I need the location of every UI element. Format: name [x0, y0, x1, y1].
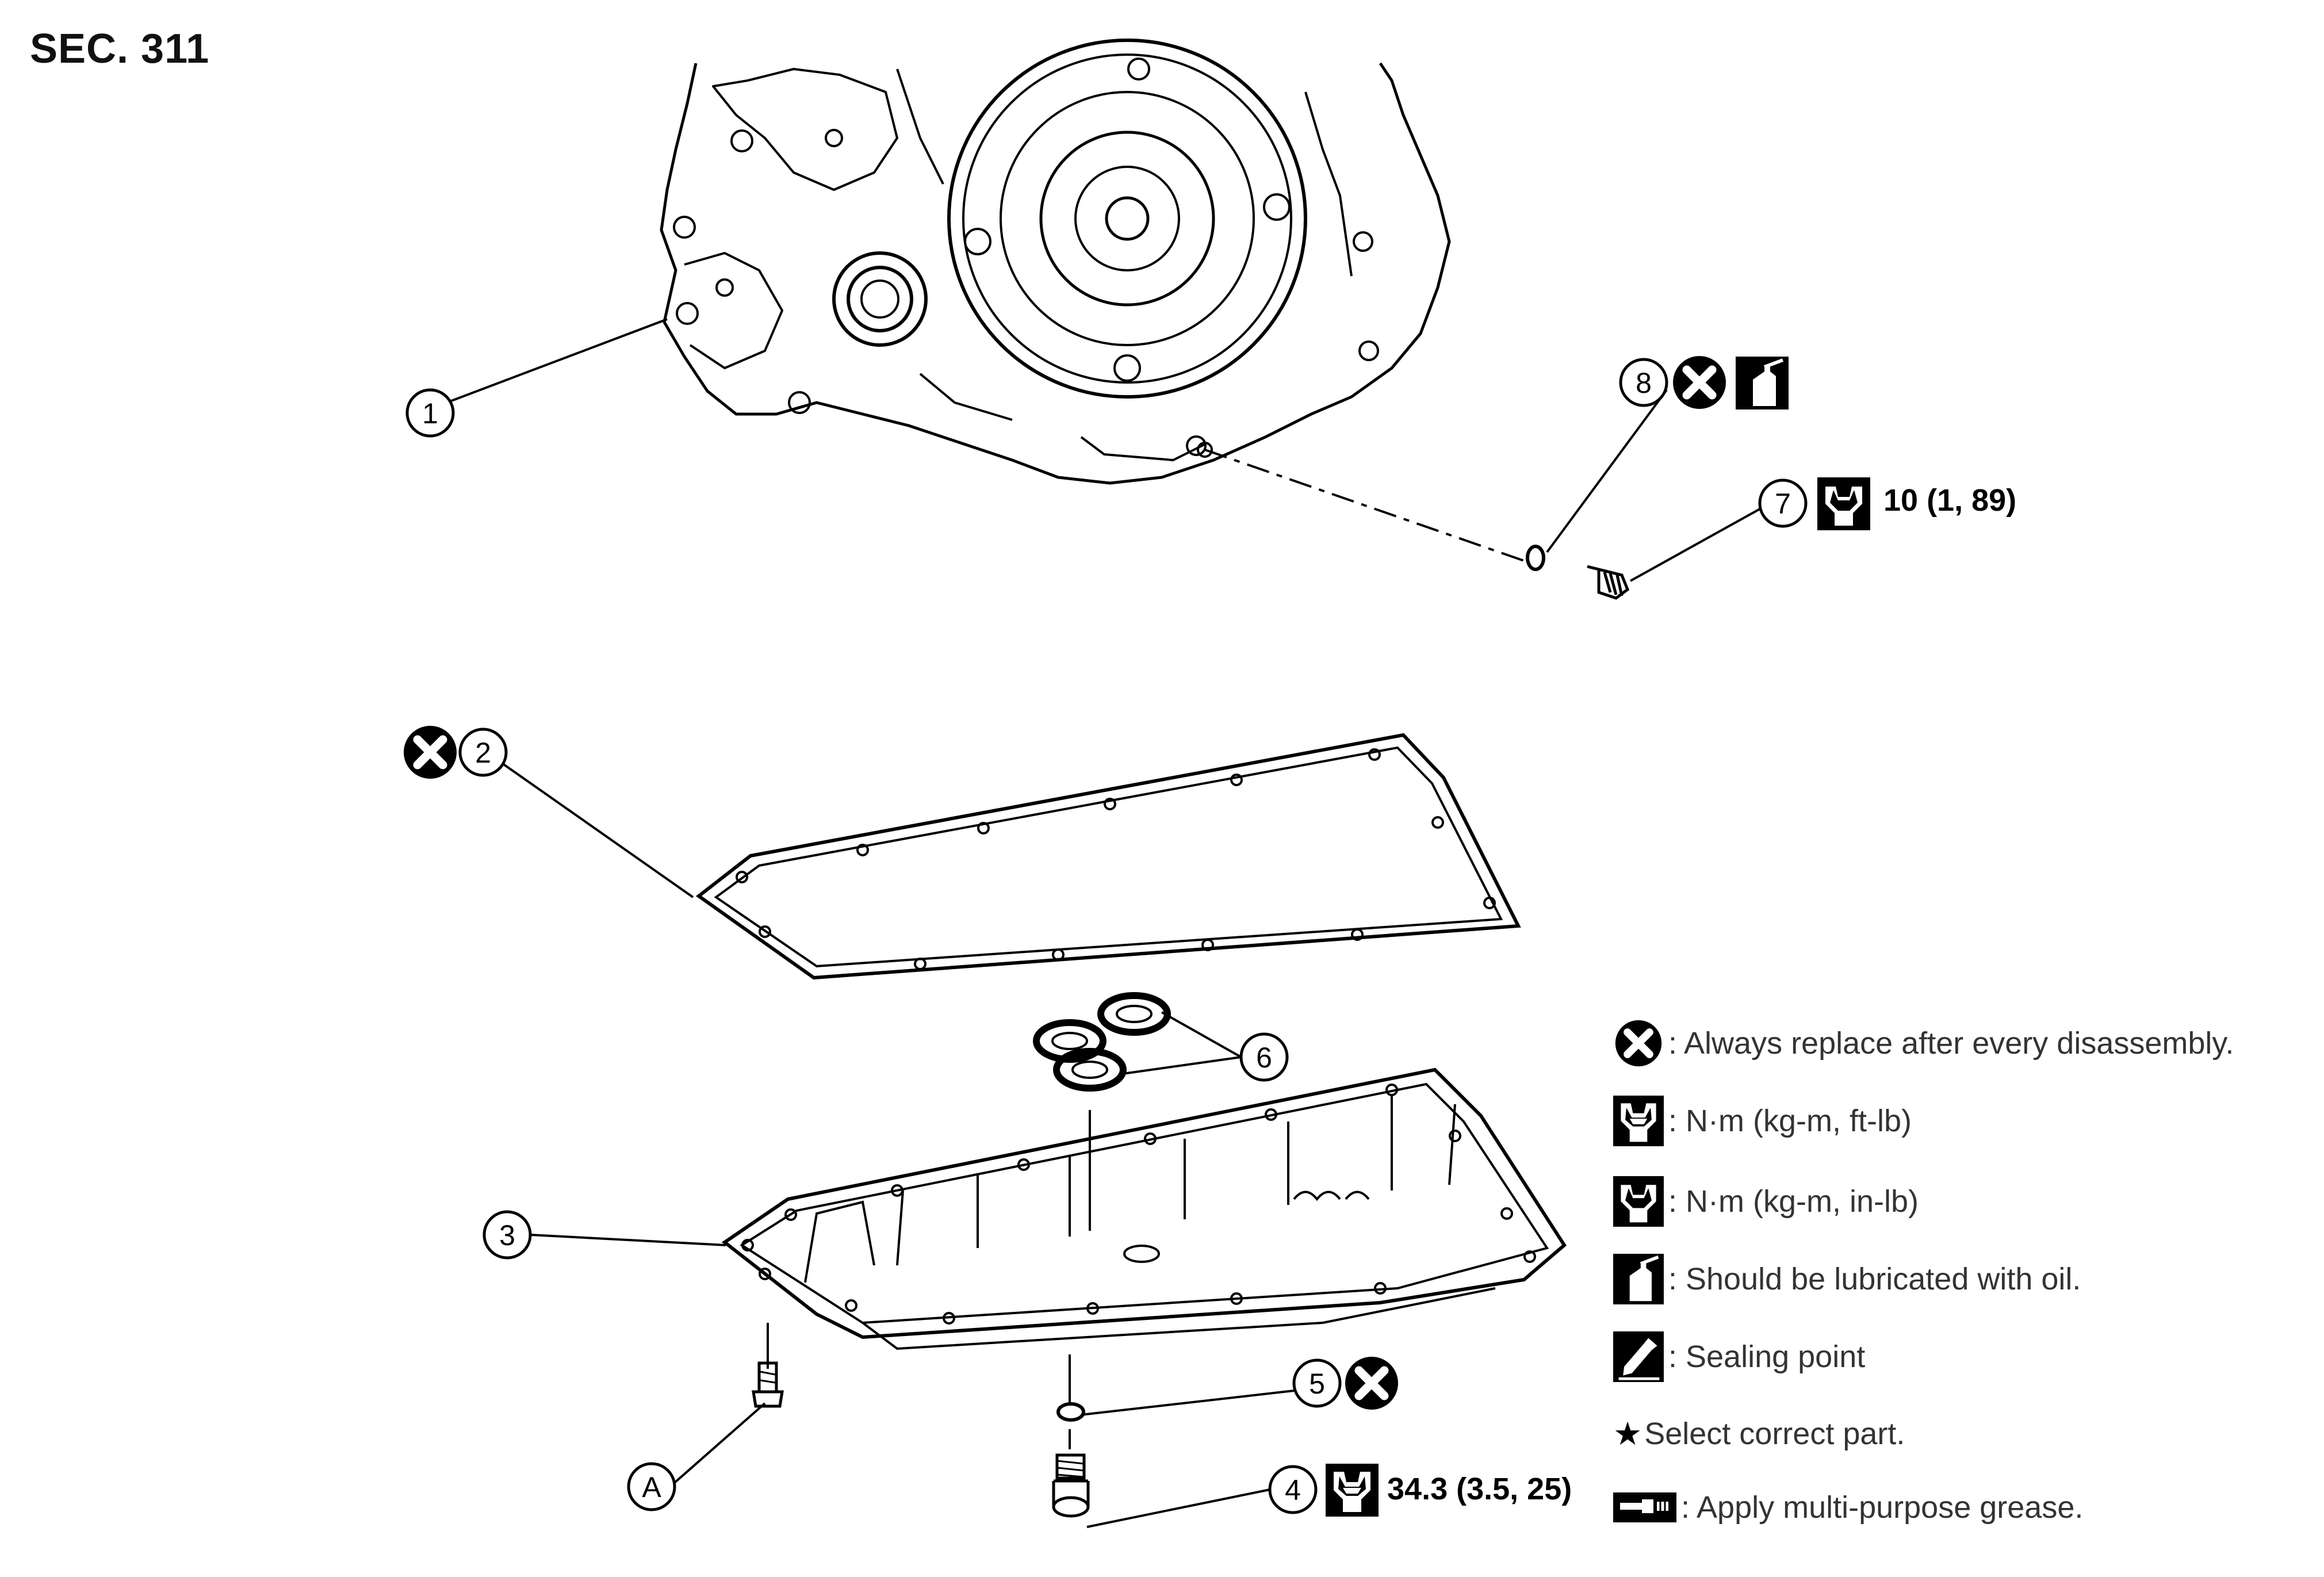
legend-row-torque-ftlb: : N·m (kg-m, ft-lb): [1613, 1096, 1912, 1146]
x-circle-icon: [1615, 1020, 1662, 1067]
legend-oil-text: : Should be lubricated with oil.: [1668, 1262, 2081, 1296]
callout-3: [483, 1210, 532, 1260]
callout-8-label: 8: [1636, 367, 1652, 399]
legend-sealing-text: : Sealing point: [1668, 1339, 1866, 1374]
legend-torque-inlb-text: : N·m (kg-m, in-lb): [1668, 1184, 1919, 1219]
oil-pan-gasket: [695, 733, 1521, 980]
callout-7: [1758, 479, 1808, 528]
callout-4: [1268, 1465, 1318, 1514]
callout-6-label: 6: [1256, 1042, 1272, 1074]
callout-7-label: 7: [1775, 488, 1791, 520]
legend-torque-ftlb-text: : N·m (kg-m, ft-lb): [1668, 1104, 1912, 1138]
oil-can-icon: [1613, 1254, 1664, 1304]
legend-select-text: Select correct part.: [1644, 1417, 1905, 1451]
wrench-filled-icon-part7: [1817, 477, 1870, 530]
transaxle-assembly: [660, 39, 1451, 485]
legend-row-oil: : Should be lubricated with oil.: [1613, 1254, 2081, 1304]
leader-lines: [449, 318, 1760, 1528]
oil-can-icon-part8: [1736, 357, 1789, 409]
callout-8: [1619, 358, 1668, 407]
callout-4-label: 4: [1285, 1474, 1301, 1506]
legend-grease-text: : Apply multi-purpose grease.: [1681, 1490, 2084, 1525]
legend-replace-text: : Always replace after every disassembly…: [1668, 1026, 2234, 1061]
callout-A: [627, 1462, 676, 1511]
drain-plug-torque: 34.3 (3.5, 25): [1387, 1472, 1572, 1506]
sealant-tube-icon: [1613, 1331, 1664, 1382]
magnets: [1033, 992, 1171, 1231]
drain-plug-parts: [752, 1323, 1090, 1518]
legend-row-replace: : Always replace after every disassembly…: [1613, 1018, 2234, 1069]
callout-2-label: 2: [475, 737, 491, 769]
callout-6: [1239, 1032, 1289, 1082]
replace-icon-part8: [1673, 356, 1726, 409]
callout-A-label: A: [642, 1471, 661, 1503]
legend-row-torque-inlb: : N·m (kg-m, in-lb): [1613, 1176, 1919, 1227]
overflow-plug-parts: [1204, 449, 1630, 600]
section-title: SEC. 311: [30, 26, 210, 72]
replace-icon-part5: [1345, 1357, 1398, 1410]
callout-3-label: 3: [499, 1219, 515, 1251]
overflow-plug-torque: 10 (1, 89): [1883, 483, 2016, 518]
legend-row-grease: : Apply multi-purpose grease.: [1613, 1490, 2083, 1525]
grease-gun-icon: [1613, 1492, 1676, 1522]
wrench-outline-icon-part4: [1326, 1464, 1379, 1517]
wrench-outline-icon: [1613, 1096, 1664, 1146]
wrench-filled-icon: [1613, 1176, 1664, 1227]
legend-row-sealing: : Sealing point: [1613, 1331, 1865, 1382]
star-icon: ★: [1613, 1415, 1643, 1452]
callout-5-label: 5: [1309, 1368, 1325, 1400]
replace-icon-part2: [404, 726, 457, 779]
callout-1: [405, 388, 455, 438]
oil-pan: [721, 1067, 1567, 1350]
callouts: [405, 358, 1808, 1514]
legend-row-select: ★ Select correct part.: [1613, 1415, 1905, 1453]
callout-2: [458, 728, 508, 777]
callout-5: [1292, 1358, 1342, 1408]
callout-1-label: 1: [422, 397, 438, 430]
